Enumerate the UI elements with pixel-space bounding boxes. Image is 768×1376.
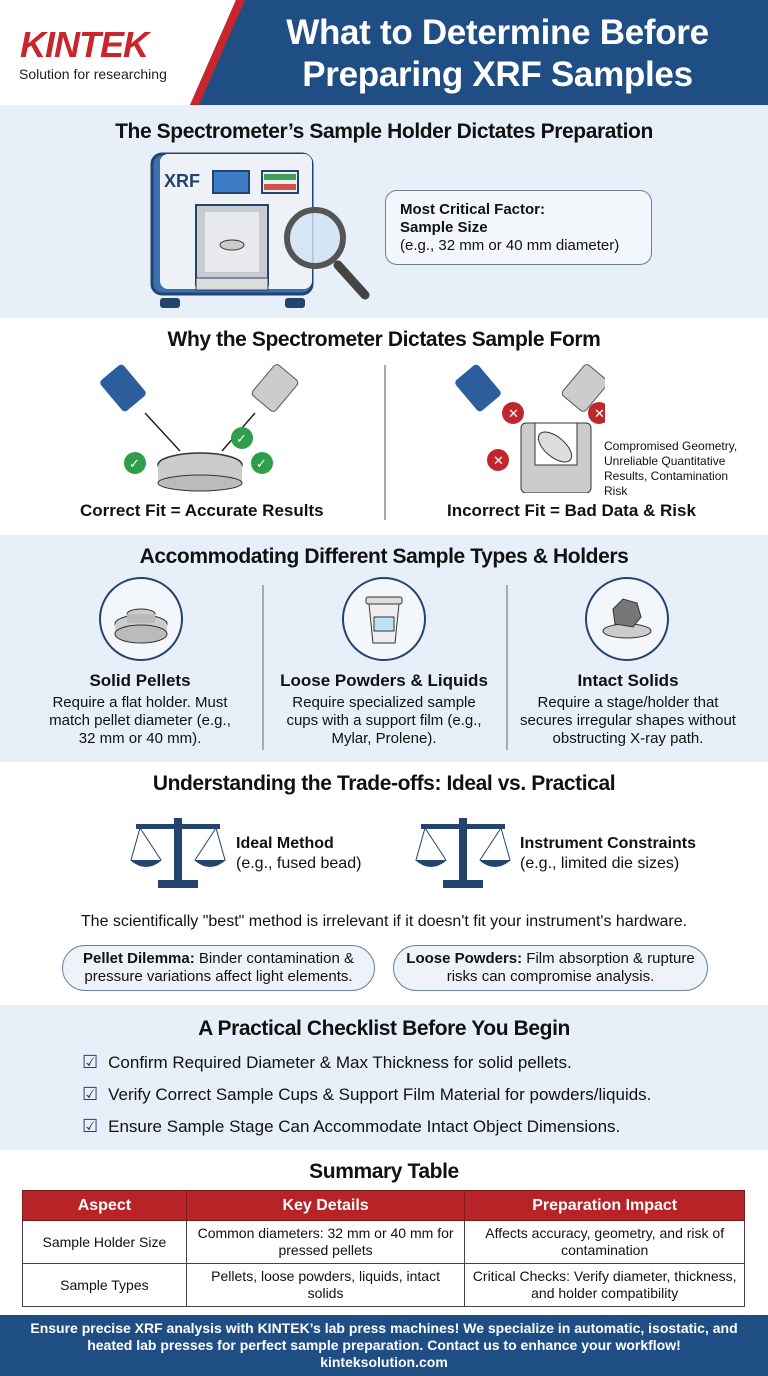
correct-fit-illustration: ✓ ✓ ✓ bbox=[100, 364, 299, 492]
svg-text:✕: ✕ bbox=[594, 406, 605, 421]
check-circle-icon: ☑ bbox=[82, 1116, 99, 1136]
loose-powders-pill: Loose Powders: Film absorption & rupture… bbox=[393, 945, 708, 991]
section-title: The Spectrometer’s Sample Holder Dictate… bbox=[115, 120, 653, 143]
sample-cup-icon bbox=[342, 577, 426, 661]
scale-icon bbox=[415, 818, 511, 888]
divider bbox=[262, 585, 264, 750]
checklist-item: ☑Ensure Sample Stage Can Accommodate Int… bbox=[82, 1116, 621, 1136]
check-circle-icon: ☑ bbox=[82, 1052, 99, 1072]
section-tradeoffs: Understanding the Trade-offs: Ideal vs. … bbox=[0, 762, 768, 1005]
xrf-spectrometer-icon: XRF bbox=[150, 152, 370, 308]
table-cell: Sample Types bbox=[22, 1263, 187, 1307]
type-desc: Require specialized sample cups with a s… bbox=[286, 694, 482, 747]
type-title: Loose Powders & Liquids bbox=[280, 671, 488, 690]
section-title: Understanding the Trade-offs: Ideal vs. … bbox=[152, 772, 616, 795]
incorrect-fit-note: Compromised Geometry, Unreliable Quantit… bbox=[604, 439, 738, 498]
column-header: Key Details bbox=[185, 1190, 466, 1221]
section-sample-form: Why the Spectrometer Dictates Sample For… bbox=[0, 318, 768, 535]
footer-banner: Ensure precise XRF analysis with KINTEK’… bbox=[0, 1315, 768, 1376]
svg-text:✕: ✕ bbox=[493, 453, 504, 468]
check-circle-icon: ☑ bbox=[82, 1084, 99, 1104]
table-cell: Common diameters: 32 mm or 40 mm for pre… bbox=[185, 1220, 466, 1264]
svg-text:✓: ✓ bbox=[256, 456, 267, 471]
footer-text: Ensure precise XRF analysis with KINTEK’… bbox=[30, 1320, 738, 1353]
logo-tagline: Solution for researching bbox=[19, 66, 167, 82]
checklist-item: ☑Confirm Required Diameter & Max Thickne… bbox=[82, 1052, 572, 1072]
incorrect-fit-caption: Incorrect Fit = Bad Data & Risk bbox=[447, 501, 696, 520]
column-header: Aspect bbox=[22, 1190, 187, 1221]
scale-icon bbox=[130, 818, 226, 888]
divider bbox=[506, 585, 508, 750]
type-desc: Require a flat holder. Must match pellet… bbox=[49, 694, 231, 747]
summary-title: Summary Table bbox=[309, 1160, 459, 1183]
solid-pellet-icon bbox=[99, 577, 183, 661]
callout-heading: Most Critical Factor: bbox=[400, 201, 546, 218]
tradeoff-statement: The scientifically "best" method is irre… bbox=[80, 913, 688, 930]
type-desc: Require a stage/holder that secures irre… bbox=[520, 694, 736, 747]
svg-text:XRF: XRF bbox=[164, 171, 200, 191]
callout-sample-size: Sample Size bbox=[400, 219, 488, 236]
column-header: Preparation Impact bbox=[464, 1190, 745, 1221]
table-cell: Pellets, loose powders, liquids, intact … bbox=[185, 1263, 466, 1307]
kintek-logo[interactable]: KINTEK bbox=[20, 24, 149, 65]
section-sample-types: Accommodating Different Sample Types & H… bbox=[0, 535, 768, 762]
header: KINTEK Solution for researching What to … bbox=[0, 0, 768, 105]
ideal-method: Ideal Method(e.g., fused bead) bbox=[236, 835, 362, 872]
instrument-constraints: Instrument Constraints(e.g., limited die… bbox=[520, 835, 697, 872]
type-title: Solid Pellets bbox=[89, 671, 191, 690]
footer-link[interactable]: kinteksolution.com bbox=[320, 1354, 448, 1370]
section-title: Accommodating Different Sample Types & H… bbox=[139, 545, 629, 568]
svg-text:✓: ✓ bbox=[129, 456, 140, 471]
callout-detail: (e.g., 32 mm or 40 mm diameter) bbox=[400, 237, 620, 254]
table-cell: Affects accuracy, geometry, and risk of … bbox=[464, 1220, 745, 1264]
section-sample-holder: The Spectrometer’s Sample Holder Dictate… bbox=[0, 105, 768, 318]
section-title: A Practical Checklist Before You Begin bbox=[198, 1017, 570, 1040]
header-diagonal-bg bbox=[0, 0, 245, 105]
svg-text:✓: ✓ bbox=[236, 431, 247, 446]
table-cell: Sample Holder Size bbox=[22, 1220, 187, 1264]
table-cell: Critical Checks: Verify diameter, thickn… bbox=[464, 1263, 745, 1307]
section-checklist: A Practical Checklist Before You Begin ☑… bbox=[0, 1005, 768, 1150]
svg-text:✕: ✕ bbox=[508, 406, 519, 421]
intact-solid-icon bbox=[585, 577, 669, 661]
type-title: Intact Solids bbox=[577, 671, 679, 690]
divider bbox=[384, 365, 386, 520]
correct-fit-caption: Correct Fit = Accurate Results bbox=[80, 501, 324, 520]
pellet-dilemma-pill: Pellet Dilemma: Binder contamination & p… bbox=[62, 945, 375, 991]
checklist-item: ☑Verify Correct Sample Cups & Support Fi… bbox=[82, 1084, 652, 1104]
critical-factor-callout: Most Critical Factor: Sample Size (e.g.,… bbox=[385, 190, 652, 265]
section-title: Why the Spectrometer Dictates Sample For… bbox=[167, 328, 601, 351]
incorrect-fit-illustration: ✕ ✕ ✕ bbox=[455, 364, 605, 493]
